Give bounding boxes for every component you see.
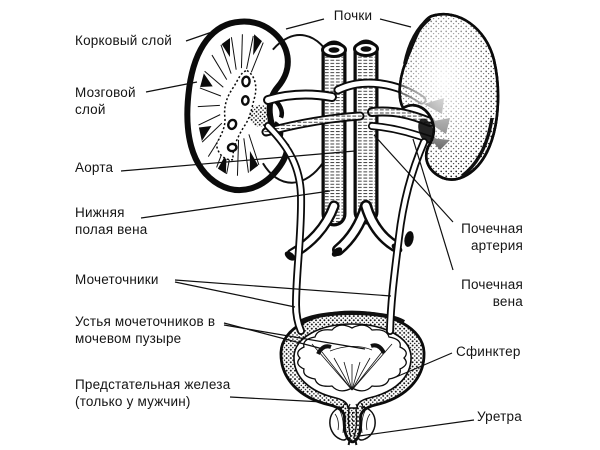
- renal-pelvis: [215, 69, 257, 161]
- label-ureter-orifices: Устья мочеточников в мочевом пузыре: [75, 314, 216, 346]
- label-urethra: Уретра: [477, 409, 522, 424]
- bladder-top-rim: [298, 311, 406, 324]
- ureters-tubes: [264, 122, 428, 335]
- label-renal-vein: Почечная вена: [461, 277, 523, 309]
- leader-cortical-layer: [185, 31, 213, 42]
- calyx-openings: [226, 75, 251, 153]
- bladder: [279, 310, 426, 446]
- leader-ureter-right: [174, 279, 392, 297]
- label-medullary-layer: Мозговой слой: [75, 85, 136, 117]
- label-renal-artery: Почечная артерия: [461, 221, 523, 253]
- label-sphincter: Сфинктер: [456, 344, 521, 359]
- medulla-striations: [197, 34, 264, 176]
- leader-orifice-right: [223, 324, 366, 350]
- label-aorta: Аорта: [75, 160, 114, 175]
- right-hilum: [418, 118, 434, 144]
- leader-lines: [120, 18, 475, 437]
- mucosal-folds: [297, 324, 407, 392]
- vessel-openings: [321, 41, 379, 58]
- renal-columns: [198, 34, 262, 174]
- label-kidneys: Почки: [333, 8, 373, 23]
- leader-renal-vein: [412, 138, 454, 271]
- leader-urethra: [358, 419, 475, 437]
- leader-kidneys-left: [285, 18, 325, 30]
- leader-medullary-layer: [145, 81, 198, 93]
- leader-prostate: [229, 396, 324, 403]
- leader-vena-cava: [140, 190, 331, 219]
- label-inferior-vena-cava: Нижняя полая вена: [75, 205, 148, 237]
- prostate-gland: [329, 406, 376, 441]
- urethra-channel: [347, 407, 358, 446]
- right-kidney: [398, 13, 500, 181]
- leader-sphincter: [395, 352, 453, 378]
- ureteral-orifice-right: [370, 343, 386, 354]
- pelvis-stipple: [249, 104, 272, 127]
- iliac-stub: [284, 251, 296, 261]
- label-prostate: Предстательная железа (только у мужчин): [75, 377, 231, 409]
- leader-aorta: [120, 150, 356, 172]
- leader-renal-artery: [373, 134, 454, 223]
- label-cortical-layer: Корковый слой: [75, 33, 173, 48]
- ureteral-orifice-left: [316, 344, 332, 355]
- kidney-shading: [403, 16, 432, 65]
- leader-kidneys-right: [379, 18, 412, 28]
- label-ureters: Мочеточники: [75, 272, 159, 287]
- leader-ureter-left: [174, 281, 296, 308]
